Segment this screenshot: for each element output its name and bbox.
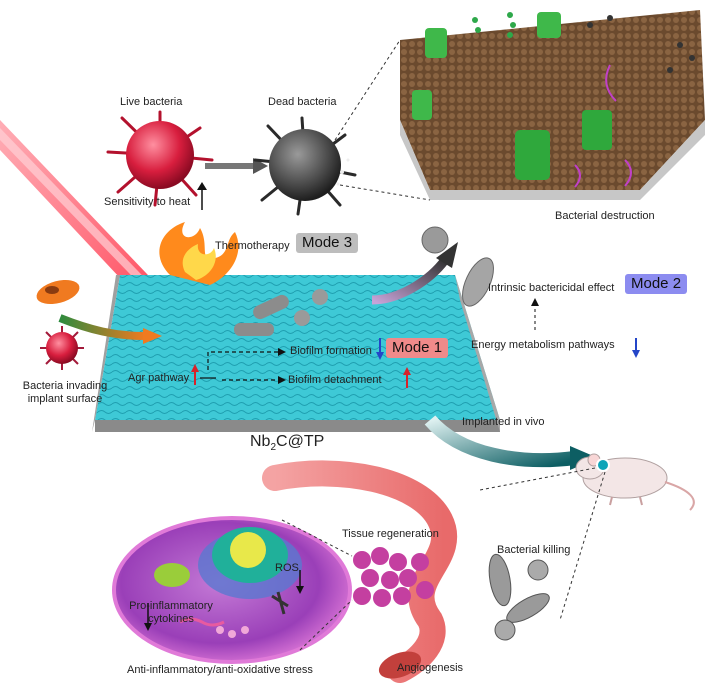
bacteria-invading-line1: Bacteria invading (22, 380, 108, 392)
down-arrow-cytokines (144, 603, 152, 631)
cell-zoom-lines (281, 519, 353, 651)
angiogenesis-label: Angiogenesis (397, 662, 464, 674)
material-prefix: Nb (250, 433, 271, 450)
up-arrow-agr (191, 364, 199, 385)
implant-surface (92, 275, 500, 432)
pro-inflammatory-line1: Pro-inflammatory (129, 600, 213, 612)
bacteria-invading-line2: implant surface (27, 393, 103, 405)
live-bacteria-icon (106, 110, 214, 207)
intrinsic-bactericidal-label: Intrinsic bactericidal effect (488, 282, 615, 294)
up-arrow-detachment (403, 367, 411, 388)
mode-1-badge: Mode 1 (386, 338, 449, 358)
implanted-in-vivo-label: Implanted in vivo (462, 416, 545, 428)
tissue-regeneration-label: Tissue regeneration (342, 528, 439, 540)
agr-pathway-label: Agr pathway (128, 372, 190, 384)
dead-bacteria-label: Dead bacteria (268, 96, 337, 108)
biofilm-detachment-label: Biofilm detachment (288, 374, 382, 386)
dead-bacteria-icon (253, 116, 357, 216)
bacteria-invading-label: Bacteria invading implant surface (20, 380, 110, 406)
membrane-zoom (400, 10, 705, 200)
mode-2-badge: Mode 2 (625, 274, 688, 294)
arrow-live-to-dead (205, 158, 268, 174)
agr-formation-arrowhead (278, 348, 286, 356)
zoom-lines (334, 39, 431, 201)
ros-label: ROS (275, 562, 299, 574)
blood-vessel (262, 460, 458, 683)
down-arrow-ros (296, 570, 304, 594)
down-arrow-energy (632, 338, 640, 358)
material-label: Nb2C@TP (250, 432, 324, 458)
energy-to-bactericidal-arrow (531, 298, 539, 330)
flame-icon (159, 222, 239, 285)
bacterial-destruction-label: Bacterial destruction (555, 210, 655, 222)
bacterial-killing-label: Bacterial killing (497, 544, 571, 556)
mode2-arrow (371, 242, 458, 305)
thermotherapy-label: Thermotherapy (215, 240, 290, 252)
invasion-arrow (58, 314, 162, 344)
dead-bacteria-debris (421, 226, 494, 307)
energy-metabolism-label: Energy metabolism pathways (471, 339, 615, 351)
mouse-icon (575, 453, 695, 511)
bacterial-killing-debris (488, 553, 550, 641)
pro-inflammatory-line2: cytokines (148, 613, 194, 625)
down-arrow-formation (376, 338, 384, 360)
tissue-regeneration-cells (353, 547, 434, 607)
heat-sensitivity-arrow (197, 182, 207, 210)
mouse-zoom-lines (479, 467, 606, 621)
live-bacteria-label: Live bacteria (120, 96, 183, 108)
cocci-bacterium-icon (40, 326, 84, 370)
anti-inflammatory-label: Anti-inflammatory/anti-oxidative stress (127, 664, 313, 676)
biofilm-bacteria (234, 289, 328, 336)
biofilm-formation-label: Biofilm formation (290, 345, 372, 357)
pro-inflammatory-label: Pro-inflammatory cytokines (128, 600, 214, 626)
material-subscript: 2 (270, 442, 277, 454)
agr-detachment-arrowhead (278, 376, 286, 384)
rod-bacterium-icon (36, 279, 80, 305)
laser-beam (0, 120, 168, 310)
mode-3-badge: Mode 3 (296, 233, 359, 253)
sensitivity-to-heat-label: Sensitivity to heat (104, 196, 191, 208)
agr-arrows (200, 351, 280, 381)
material-suffix: C@TP (276, 433, 325, 450)
cell-icon (112, 516, 352, 664)
